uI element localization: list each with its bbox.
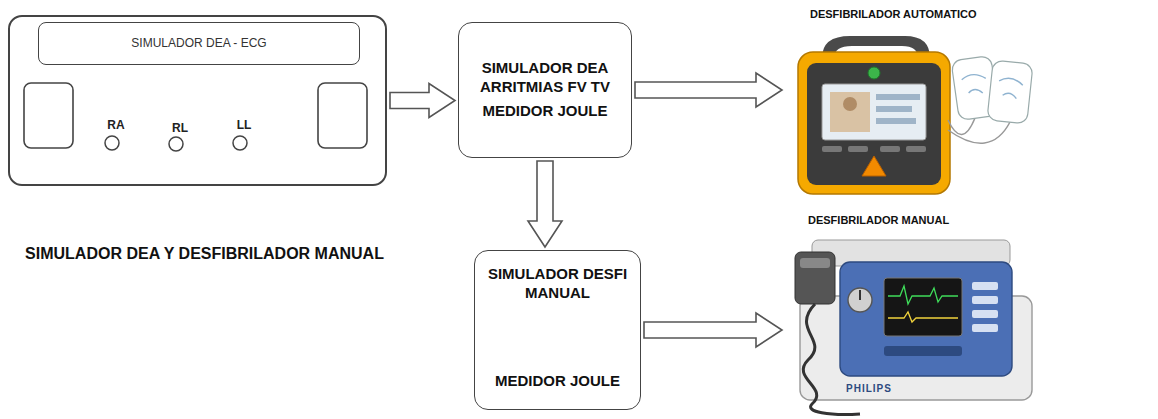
manual-defibrillator-picture-part xyxy=(972,324,998,332)
aed-picture-part xyxy=(822,84,926,140)
process-box: SIMULADOR DESFI MANUAL MEDIDOR JOULE xyxy=(474,250,641,410)
device-buttons xyxy=(24,83,367,148)
manual-defibrillator-picture-part xyxy=(795,252,835,304)
manual-defibrillator-picture-part xyxy=(848,288,872,312)
aed-picture-part xyxy=(848,146,868,152)
manual-defibrillator-picture-part xyxy=(972,310,998,318)
manual-defibrillator-picture-part xyxy=(888,312,958,322)
picture-heading: DESFIBRILADOR MANUAL xyxy=(808,214,1043,228)
diagram-title: SIMULADOR DEA Y DESFIBRILADOR MANUAL xyxy=(22,244,387,265)
manual-defibrillator-picture-part xyxy=(972,282,998,290)
aed-picture-part xyxy=(876,118,916,124)
manual-defibrillator-picture-part xyxy=(859,290,861,300)
electrode-jacks xyxy=(105,136,247,151)
picture-heading: DESFIBRILADOR AUTOMATICO xyxy=(810,8,1039,22)
electrode-jacks-part xyxy=(169,137,183,151)
device-picture: DESFIBRILADOR AUTOMATICO xyxy=(785,6,1043,198)
display-text: SIMULADOR DEA - ECG xyxy=(131,36,266,51)
device-buttons-part xyxy=(24,83,73,148)
aed-picture-part xyxy=(822,146,842,152)
manual-defibrillator-picture-part xyxy=(884,346,962,356)
null-part-part xyxy=(997,77,1023,99)
electrode-jacks-part xyxy=(233,136,247,150)
manual-defibrillator-picture-part xyxy=(972,296,998,304)
manual-defibrillator-picture xyxy=(795,240,1032,415)
aed-picture-part xyxy=(843,97,857,111)
box-text: SIMULADOR DESFI MANUAL xyxy=(483,265,632,303)
aed-picture xyxy=(798,36,1033,194)
electrode-jacks-part xyxy=(105,136,119,150)
null-part-part xyxy=(961,73,987,96)
process-box: SIMULADOR DEA ARRITMIAS FV TV MEDIDOR JOU… xyxy=(458,22,632,158)
display-window: SIMULADOR DEA - ECG xyxy=(38,22,360,65)
box-text: SIMULADOR DEA ARRITMIAS FV TV xyxy=(480,59,610,97)
block-arrow xyxy=(635,73,782,107)
null-part xyxy=(987,60,1033,124)
ecg-simulator-panel: RA RL LL SIMULADOR DEA - ECG xyxy=(8,15,387,186)
aed-picture-part xyxy=(868,67,880,79)
block-arrow xyxy=(528,161,562,247)
device-buttons-part xyxy=(318,83,367,148)
aed-picture-part xyxy=(906,146,926,152)
aed-picture-part xyxy=(862,156,886,176)
box-text: MEDIDOR JOULE xyxy=(482,102,607,121)
box-text: MEDIDOR JOULE xyxy=(495,372,620,391)
lead-label: LL xyxy=(230,118,258,133)
device-picture: DESFIBRILADOR MANUAL xyxy=(785,212,1047,417)
brand-label: PHILIPS xyxy=(846,383,892,394)
aed-picture-part xyxy=(807,63,941,185)
aed-picture-part xyxy=(880,146,900,152)
lead-label: RA xyxy=(102,118,130,133)
aed-picture-part xyxy=(876,94,920,100)
lead-label: RL xyxy=(166,121,194,136)
block-arrow xyxy=(644,313,782,347)
block-arrow xyxy=(390,84,455,118)
manual-defibrillator-picture-part xyxy=(800,258,830,268)
aed-picture-part xyxy=(948,122,1010,143)
aed-picture-part xyxy=(830,92,870,132)
manual-defibrillator-picture-part xyxy=(840,262,1012,376)
manual-defibrillator-picture-part xyxy=(888,286,958,304)
manual-defibrillator-picture-part xyxy=(803,304,860,415)
manual-defibrillator-picture-part xyxy=(884,278,962,336)
aed-picture-part xyxy=(876,106,912,112)
null-part-part xyxy=(987,60,1033,124)
aed-picture-part xyxy=(798,52,950,194)
